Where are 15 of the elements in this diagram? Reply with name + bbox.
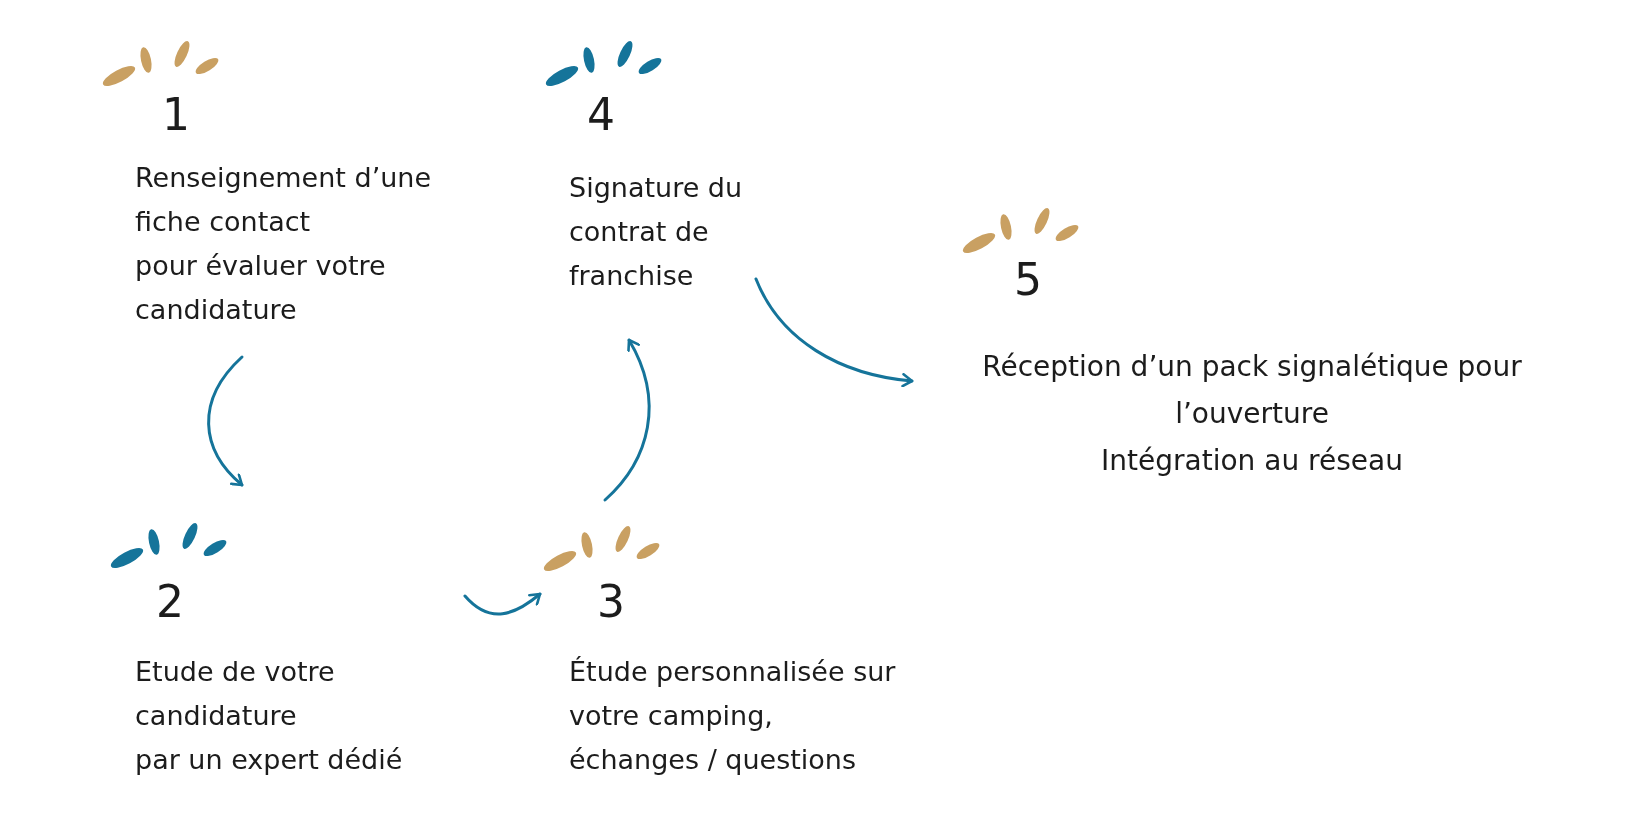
step-description: Signature du contrat de franchise	[569, 171, 744, 293]
step-description: échanges / questions	[569, 743, 857, 777]
step-description: par un expert dédié	[135, 743, 403, 777]
step-number: 4	[587, 93, 615, 137]
step-description: pour évaluer votre candidature	[135, 249, 387, 327]
step-number: 1	[162, 93, 190, 137]
curved-arrow	[603, 338, 651, 502]
curved-arrow	[754, 277, 914, 388]
step-description: Intégration au réseau	[1101, 443, 1403, 479]
step-number: 5	[1014, 258, 1042, 302]
curved-arrow	[207, 355, 244, 487]
step-description: Réception d’un pack signalétique pour l’ouverture	[982, 349, 1522, 432]
step-number: 2	[156, 580, 184, 624]
curved-arrow	[463, 592, 542, 616]
step-number: 3	[597, 580, 625, 624]
